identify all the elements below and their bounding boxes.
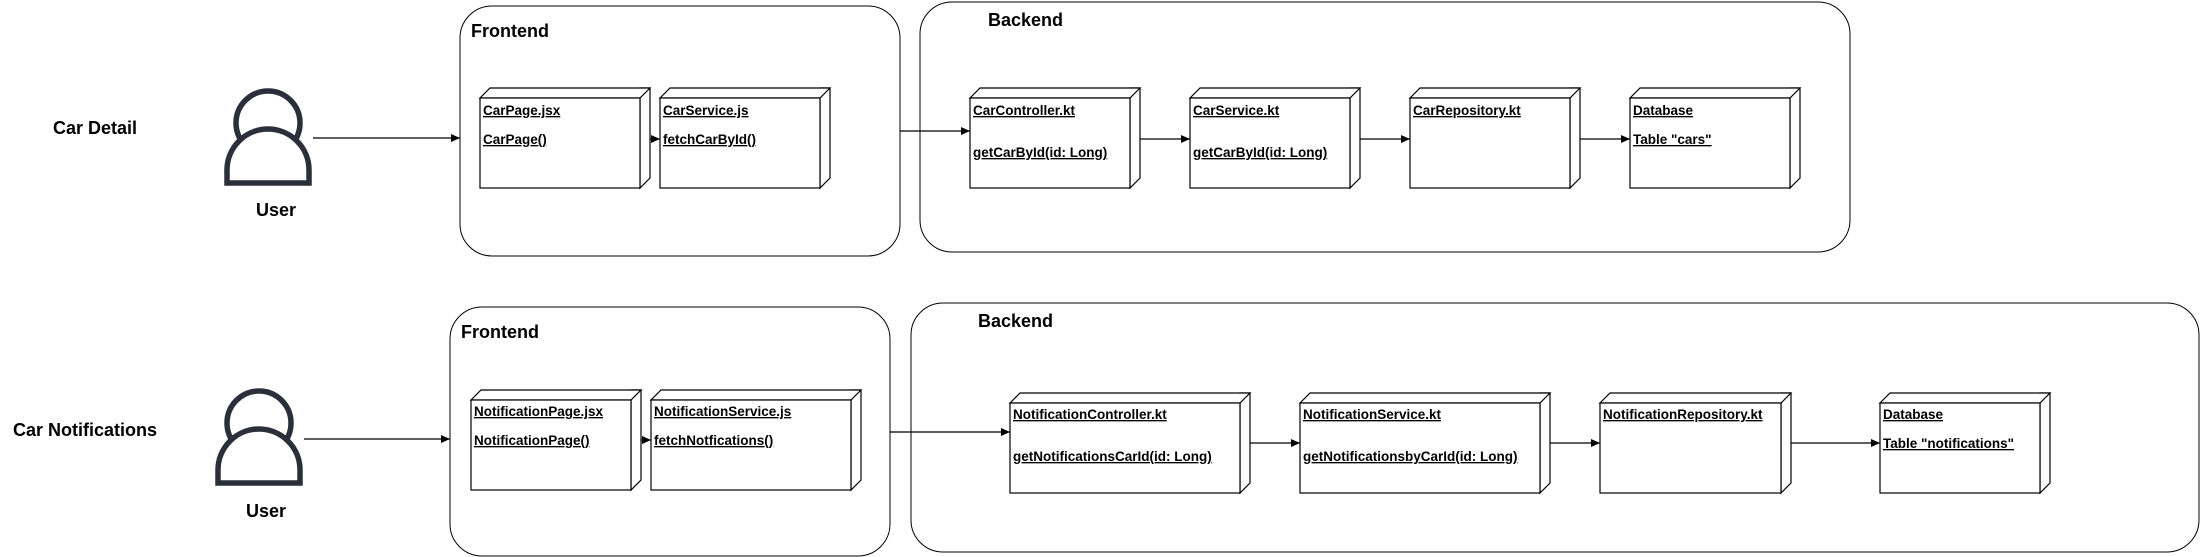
node-method: Table "notifications" bbox=[1883, 436, 2014, 451]
node-database-cars: Database Table "cars" bbox=[1628, 87, 1802, 190]
node-title: CarController.kt bbox=[973, 103, 1076, 118]
node-method: getNotificationsbyCarId(id: Long) bbox=[1303, 449, 1517, 464]
node-carservice-kt: CarService.kt getCarById(id: Long) bbox=[1188, 87, 1362, 190]
backend-title: Backend bbox=[978, 311, 1053, 331]
node-database-notifications: Database Table "notifications" bbox=[1878, 392, 2052, 495]
node-method: NotificationPage() bbox=[474, 433, 590, 448]
frontend-title: Frontend bbox=[471, 21, 549, 41]
node-title: Database bbox=[1883, 407, 1944, 422]
backend-title: Backend bbox=[988, 10, 1063, 30]
row-label: Car Detail bbox=[53, 118, 137, 138]
node-title: CarRepository.kt bbox=[1413, 103, 1521, 118]
node-title: Database bbox=[1633, 103, 1694, 118]
node-title: NotificationService.kt bbox=[1303, 407, 1442, 422]
node-title: NotificationPage.jsx bbox=[474, 404, 604, 419]
node-notificationcontroller: NotificationController.kt getNotificatio… bbox=[1008, 392, 1252, 495]
user-actor-icon bbox=[215, 388, 303, 486]
row-label: Car Notifications bbox=[13, 420, 157, 440]
node-method: getCarById(id: Long) bbox=[1193, 145, 1327, 160]
node-notificationservice-js: NotificationService.js fetchNotfications… bbox=[649, 389, 863, 492]
node-method: getNotificationsCarId(id: Long) bbox=[1013, 449, 1212, 464]
row-car-notifications: Car Notifications User Frontend Backend … bbox=[13, 302, 2200, 557]
node-title: CarService.js bbox=[663, 103, 749, 118]
node-title: CarPage.jsx bbox=[483, 103, 561, 118]
connectors bbox=[304, 428, 1880, 447]
node-method: fetchCarById() bbox=[663, 132, 756, 147]
node-title: NotificationRepository.kt bbox=[1603, 407, 1763, 422]
user-label: User bbox=[246, 501, 286, 521]
node-carcontroller: CarController.kt getCarById(id: Long) bbox=[968, 87, 1142, 190]
node-method: Table "cars" bbox=[1633, 132, 1712, 147]
row-car-detail: Car Detail User Frontend Backend CarPage… bbox=[53, 1, 1851, 257]
node-notificationservice-kt: NotificationService.kt getNotificationsb… bbox=[1298, 392, 1552, 495]
user-actor-icon bbox=[224, 88, 312, 186]
node-method: CarPage() bbox=[483, 132, 547, 147]
node-carservice-js: CarService.js fetchCarById() bbox=[658, 87, 832, 190]
node-notificationrepository: NotificationRepository.kt bbox=[1598, 392, 1793, 495]
node-title: NotificationService.js bbox=[654, 404, 791, 419]
node-carrepository: CarRepository.kt bbox=[1408, 87, 1582, 190]
connectors bbox=[313, 127, 1630, 143]
node-notificationpage: NotificationPage.jsx NotificationPage() bbox=[469, 389, 643, 492]
user-label: User bbox=[256, 200, 296, 220]
node-title: CarService.kt bbox=[1193, 103, 1280, 118]
node-carpage: CarPage.jsx CarPage() bbox=[478, 87, 652, 190]
frontend-title: Frontend bbox=[461, 322, 539, 342]
node-method: getCarById(id: Long) bbox=[973, 145, 1107, 160]
node-method: fetchNotfications() bbox=[654, 433, 773, 448]
backend-group bbox=[919, 1, 1851, 253]
node-title: NotificationController.kt bbox=[1013, 407, 1167, 422]
